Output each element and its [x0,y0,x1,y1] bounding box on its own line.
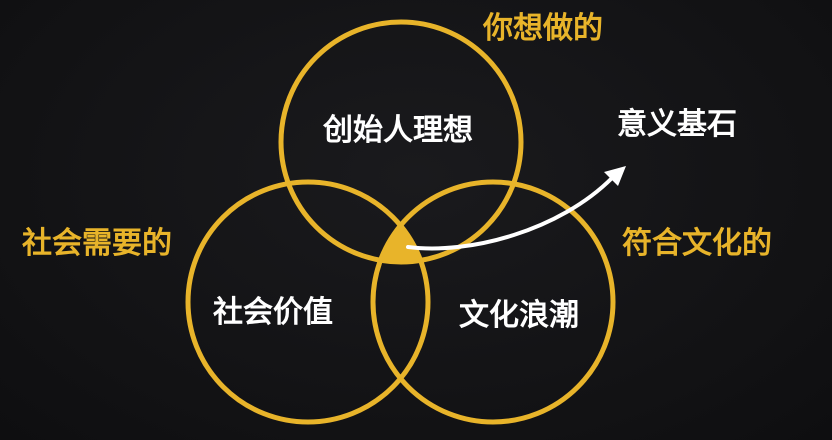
inner-label-bottom-left: 社会价值 [213,295,333,330]
arrow-head-icon [604,166,626,186]
circle-bottom-right [370,179,616,425]
circle-bottom-left [185,179,431,425]
inner-label-top: 创始人理想 [323,113,473,148]
outer-label-bottom-left: 社会需要的 [22,226,172,261]
outer-label-top: 你想做的 [483,11,603,46]
outer-label-bottom-right: 符合文化的 [622,226,772,261]
arrow-curve [406,176,614,251]
arrow-target-label: 意义基石 [617,107,737,142]
inner-label-bottom-right: 文化浪潮 [459,298,579,333]
circle-top [278,19,524,265]
